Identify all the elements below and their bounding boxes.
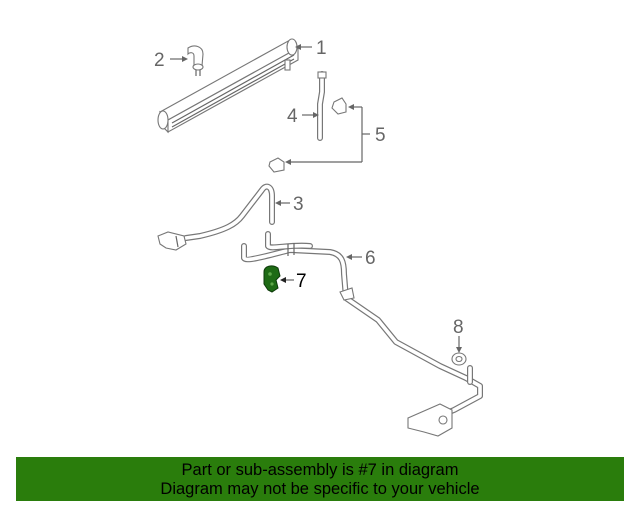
part-4-tube: [317, 71, 327, 141]
part-7-bracket-highlighted: [263, 265, 281, 293]
part-2-fitting: [187, 45, 204, 76]
info-banner: Part or sub-assembly is #7 in diagram Di…: [16, 457, 624, 501]
callout-3: 3: [293, 194, 304, 215]
callout-4: 4: [287, 106, 298, 127]
callout-8: 8: [453, 317, 464, 338]
banner-line-1: Part or sub-assembly is #7 in diagram: [181, 461, 459, 479]
callout-1: 1: [316, 38, 327, 59]
callout-2: 2: [154, 50, 165, 71]
part-8-seal: [451, 352, 467, 366]
callout-labels: 1 2 3 4 5 6 7 8: [154, 38, 464, 338]
callout-6: 6: [365, 248, 376, 269]
part-1-oil-cooler: [157, 38, 299, 134]
leader-lines: [170, 44, 462, 353]
callout-5: 5: [375, 125, 386, 146]
part-3-line: [157, 183, 275, 251]
banner-line-2: Diagram may not be specific to your vehi…: [160, 480, 480, 498]
callout-7: 7: [296, 271, 307, 292]
part-6-line: [241, 231, 483, 437]
part-5-clips: [268, 97, 347, 173]
parts-diagram: 1 2 3 4 5 6 7 8: [154, 38, 483, 437]
